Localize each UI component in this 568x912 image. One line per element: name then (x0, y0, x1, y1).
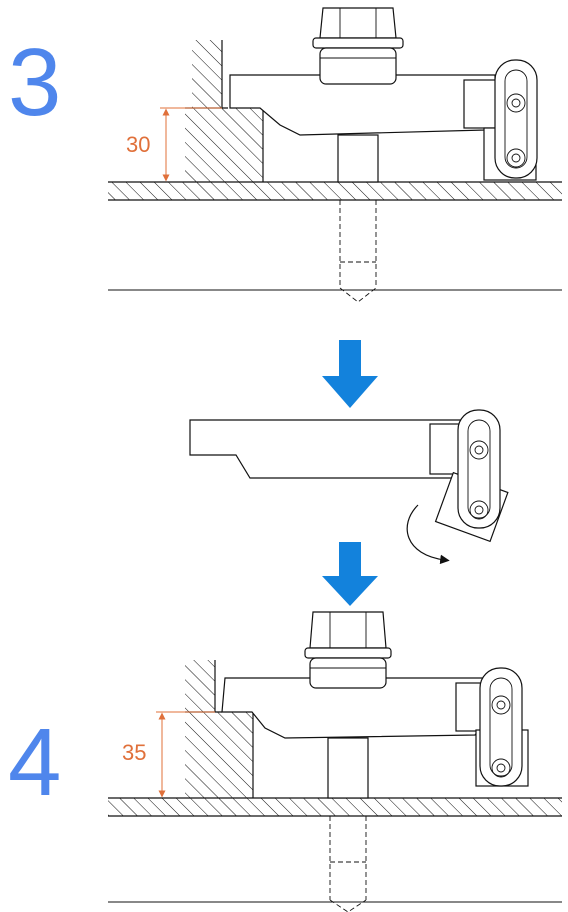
dimension-35: 35 (122, 711, 215, 798)
wall-block-bottom (185, 660, 254, 798)
rotate-arrow-icon (406, 504, 450, 565)
clamp-lifted-middle (189, 409, 509, 565)
step-number-3: 3 (8, 29, 61, 136)
dimension-label-30: 30 (126, 132, 150, 157)
side-link-top (494, 59, 538, 179)
dimension-label-35: 35 (122, 740, 146, 765)
dimension-30: 30 (126, 107, 222, 182)
table-surface-bottom (108, 797, 562, 903)
bolt-bottom (327, 737, 369, 912)
step-4-group: 4 (8, 611, 562, 912)
arrow-down-icon (322, 340, 378, 408)
table-surface-top (108, 181, 562, 291)
arrow-down-icon (322, 542, 378, 606)
clamp-body-top (229, 74, 537, 181)
step-3-group: 3 (8, 7, 562, 303)
wall-block-top (185, 40, 264, 182)
hex-nut-top (312, 7, 404, 85)
step-number-4: 4 (8, 709, 61, 816)
bolt-top (337, 134, 379, 303)
hex-nut-bottom (304, 611, 392, 689)
side-link-bottom (479, 667, 523, 787)
